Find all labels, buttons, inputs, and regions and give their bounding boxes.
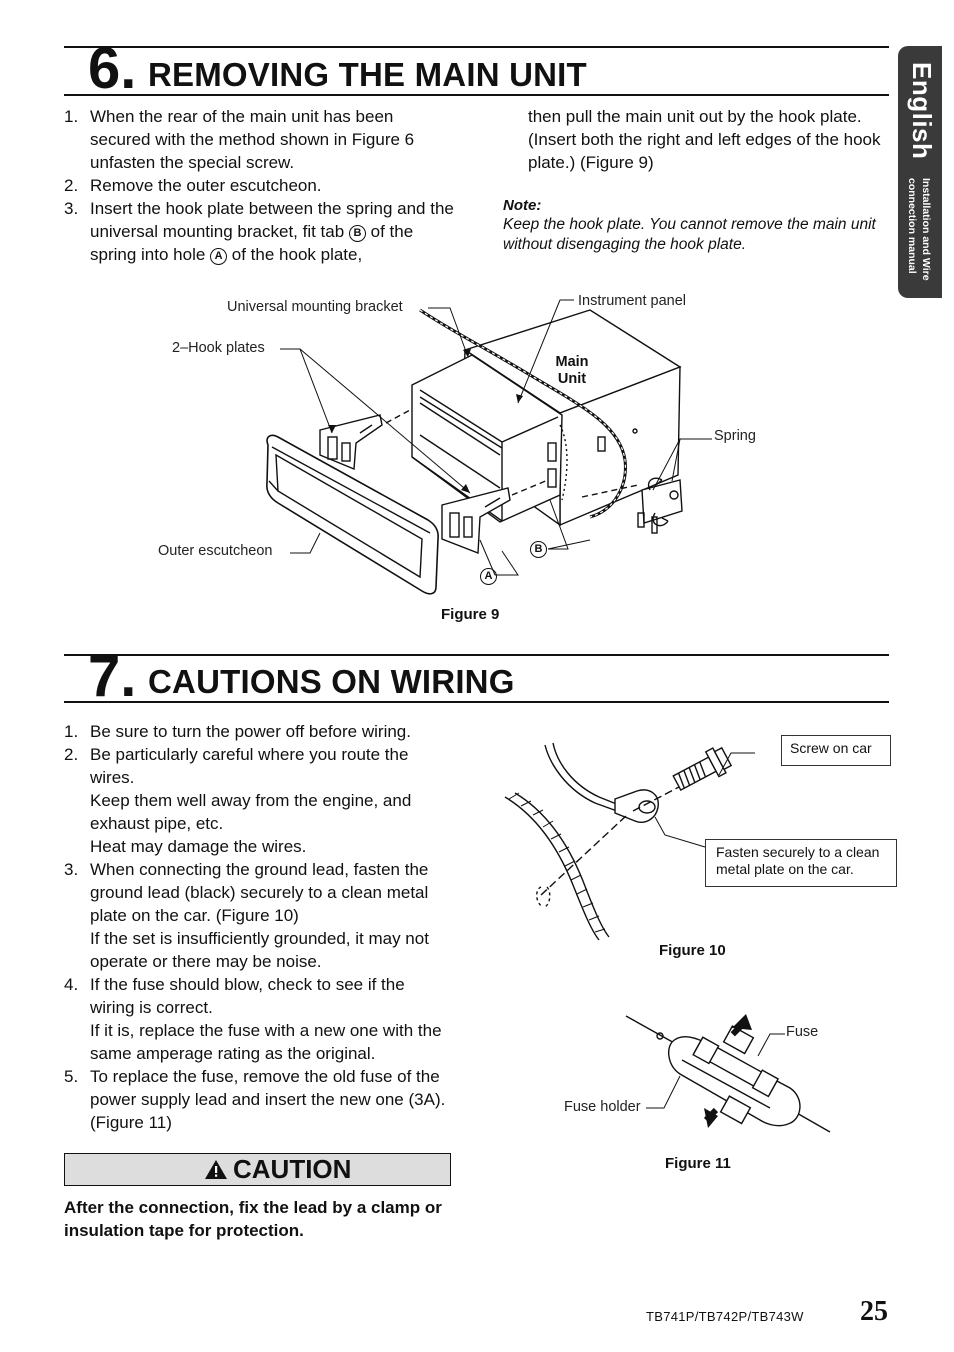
page-number: 25 [860,1296,888,1327]
list-item: 1. Be sure to turn the power off before … [64,722,411,741]
manual-title-line1: Installation and Wire [920,178,932,281]
caution-text: After the connection, fix the lead by a … [64,1198,442,1240]
note-heading: Note: [503,197,542,214]
section6-top-rule [64,46,889,48]
figure-hole-a-marker: A [480,568,497,585]
section6-bottom-rule [64,94,889,96]
section7-top-rule [64,654,889,656]
figure10-caption: Figure 10 [659,942,726,959]
section6-number: 6. [88,36,137,101]
figure11-caption: Figure 11 [665,1155,731,1172]
label-main-unit: Main Unit [555,354,589,387]
figure-tab-b-marker: B [530,541,547,558]
list-item: 2.Remove the outer escutcheon. [64,176,322,195]
note-text: Keep the hook plate. You cannot remove t… [503,216,876,253]
figure9-caption: Figure 9 [441,606,500,623]
label-spring: Spring [714,428,756,444]
warning-triangle-icon [205,1160,227,1179]
section6-title: REMOVING THE MAIN UNIT [148,56,587,93]
list-item: 3. When connecting the ground lead, fast… [64,860,429,971]
language-label: English [907,62,937,160]
label-outer-escutcheon: Outer escutcheon [158,543,273,559]
label-fuse-holder: Fuse holder [564,1099,641,1115]
figure10-illustration [504,742,755,941]
model-number: TB741P/TB742P/TB743W [646,1309,804,1324]
tab-b-marker: B [348,225,366,242]
fasten-securely-label: Fasten securely to a clean metal plate o… [705,839,897,887]
section6-steps: 1.When the rear of the main unit has bee… [64,105,456,266]
label-universal-mounting-bracket: Universal mounting bracket [227,299,403,315]
section7-steps: 1. Be sure to turn the power off before … [64,720,446,1134]
list-item: 1.When the rear of the main unit has bee… [64,107,415,172]
label-instrument-panel: Instrument panel [578,293,687,309]
caution-banner: CAUTION [64,1153,451,1186]
screw-on-car-label: Screw on car [781,735,891,766]
list-item: 4. If the fuse should blow, check to see… [64,975,442,1063]
hole-a-marker: A [210,248,228,265]
list-item: 5. To replace the fuse, remove the old f… [64,1067,446,1132]
caution-label: CAUTION [233,1154,352,1184]
manual-title-line2: connection manual [906,178,918,274]
section7-number: 7. [88,644,137,709]
section7-title: CAUTIONS ON WIRING [148,663,515,700]
label-fuse: Fuse [786,1024,819,1040]
section7-bottom-rule [64,701,889,703]
label-hook-plates: 2–Hook plates [172,340,265,356]
figure11-illustration [625,1014,831,1133]
section6-step3-continued: then pull the main unit out by the hook … [528,107,881,172]
list-item: 3.Insert the hook plate between the spri… [64,199,454,265]
figure9-illustration [266,299,712,595]
list-item: 2. Be particularly careful where you rou… [64,745,412,856]
language-side-tab: English Installation and Wire connection… [898,46,942,298]
